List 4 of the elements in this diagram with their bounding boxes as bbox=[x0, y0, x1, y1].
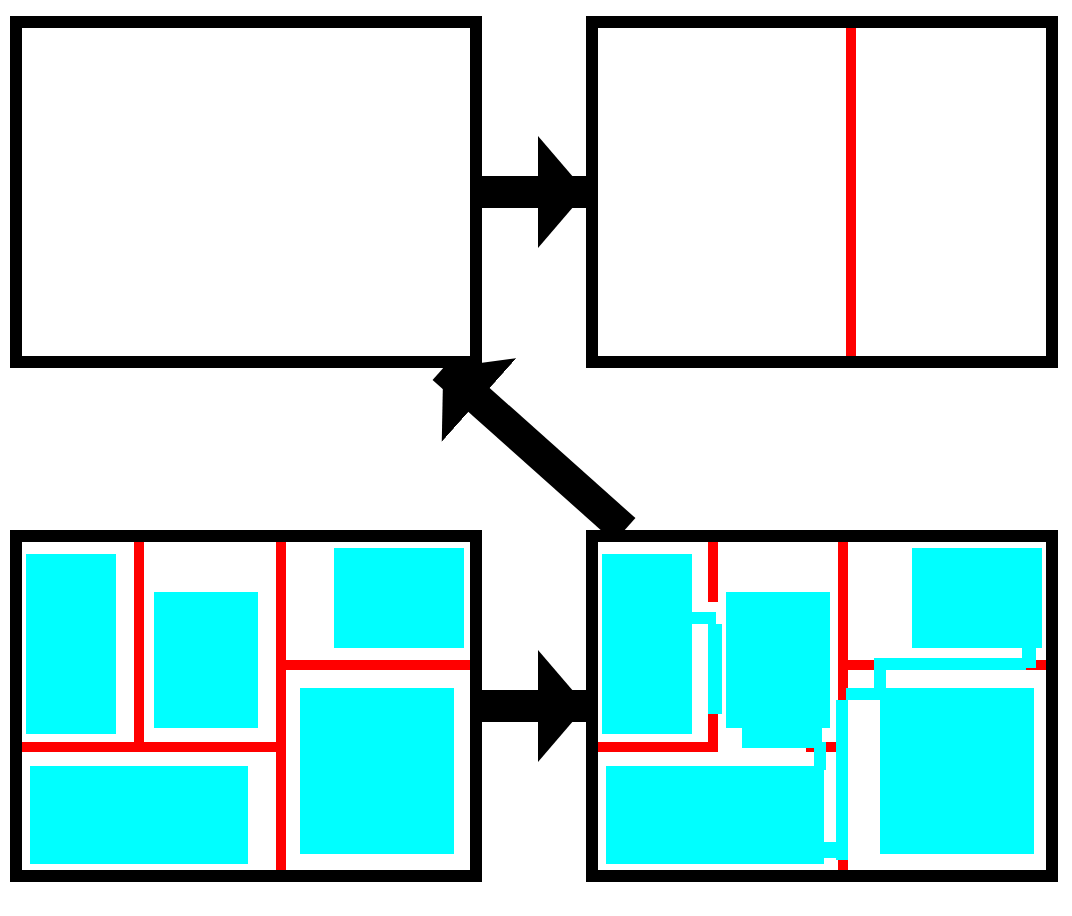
panel-frame bbox=[586, 16, 1058, 368]
box-frame bbox=[10, 16, 482, 368]
block-arrow bbox=[482, 650, 586, 762]
block-arrow bbox=[482, 136, 586, 248]
